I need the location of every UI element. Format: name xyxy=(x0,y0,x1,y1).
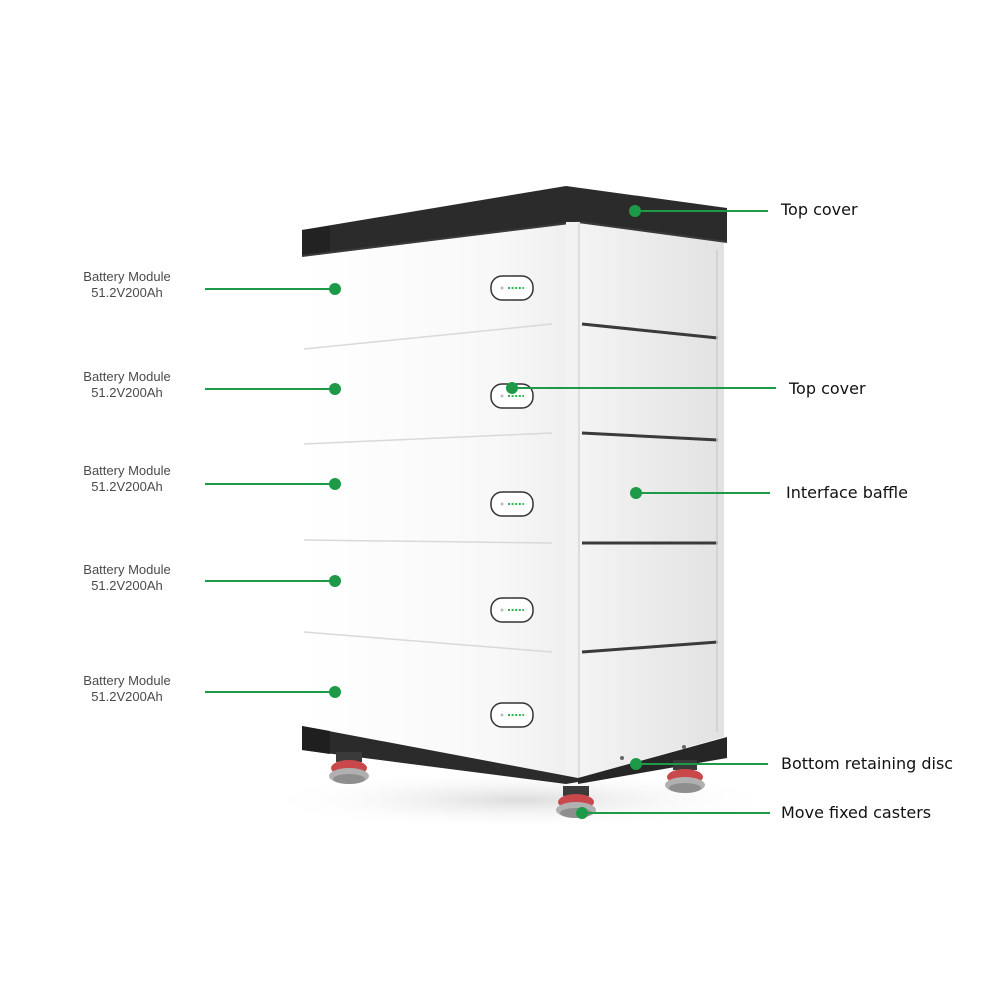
cabinet-front-face xyxy=(302,222,578,778)
top-cover-left-cap xyxy=(302,226,330,256)
leader-top-cover xyxy=(629,205,768,217)
battery-module-label-1-spec: 51.2V200Ah xyxy=(91,285,163,300)
leader-top-cover-2-dot xyxy=(506,382,518,394)
leader-module-4-dot xyxy=(329,575,341,587)
leader-module-5 xyxy=(205,686,341,698)
battery-module-label-4-name: Battery Module xyxy=(83,562,171,577)
leader-module-1 xyxy=(205,283,341,295)
module-seams xyxy=(303,323,553,653)
battery-module-label-5-name: Battery Module xyxy=(83,673,171,688)
battery-module-label-1: Battery Module 51.2V200Ah xyxy=(57,269,197,301)
interface-baffle-seams xyxy=(581,322,719,654)
leader-module-4 xyxy=(205,575,341,587)
leader-interface-baffle-dot xyxy=(630,487,642,499)
leader-module-3 xyxy=(205,478,341,490)
top-cover xyxy=(302,186,727,256)
cabinet-side-face xyxy=(578,222,724,778)
callout-leaders xyxy=(205,205,776,819)
leader-module-5-dot xyxy=(329,686,341,698)
battery-module-label-2-spec: 51.2V200Ah xyxy=(91,385,163,400)
module-indicator-3 xyxy=(490,491,534,517)
battery-module-label-4-spec: 51.2V200Ah xyxy=(91,578,163,593)
bottom-retaining-disc xyxy=(302,726,578,784)
module-indicator-1 xyxy=(490,275,534,301)
battery-module-label-2-name: Battery Module xyxy=(83,369,171,384)
battery-module-label-3-name: Battery Module xyxy=(83,463,171,478)
module-indicator-5 xyxy=(490,702,534,728)
battery-module-label-2: Battery Module 51.2V200Ah xyxy=(57,369,197,401)
leader-module-1-dot xyxy=(329,283,341,295)
battery-module-label-4: Battery Module 51.2V200Ah xyxy=(57,562,197,594)
battery-module-label-3: Battery Module 51.2V200Ah xyxy=(57,463,197,495)
cabinet-edge xyxy=(566,222,580,778)
battery-module-label-5: Battery Module 51.2V200Ah xyxy=(57,673,197,705)
module-indicator-4 xyxy=(490,597,534,623)
module-indicator-2 xyxy=(490,383,534,409)
leader-move-fixed-casters-dot xyxy=(576,807,588,819)
leader-top-cover-dot xyxy=(629,205,641,217)
label-top-cover: Top cover xyxy=(781,200,858,219)
label-bottom-retaining-disc: Bottom retaining disc xyxy=(781,754,954,773)
leader-top-cover-2 xyxy=(506,382,776,394)
battery-module-label-1-name: Battery Module xyxy=(83,269,171,284)
leader-bottom-retaining-disc xyxy=(630,758,768,770)
label-move-fixed-casters: Move fixed casters xyxy=(781,803,932,822)
leader-bottom-retaining-disc-dot xyxy=(630,758,642,770)
leader-module-2 xyxy=(205,383,341,395)
bottom-retaining-disc-side xyxy=(578,737,727,784)
label-top-cover-2: Top cover xyxy=(789,379,866,398)
leader-module-2-dot xyxy=(329,383,341,395)
floor-shadow xyxy=(260,770,780,830)
label-interface-baffle: Interface baffle xyxy=(786,483,908,502)
leader-move-fixed-casters xyxy=(576,807,770,819)
battery-module-label-5-spec: 51.2V200Ah xyxy=(91,689,163,704)
leader-module-3-dot xyxy=(329,478,341,490)
leader-interface-baffle xyxy=(630,487,770,499)
battery-module-label-3-spec: 51.2V200Ah xyxy=(91,479,163,494)
caster-front-left xyxy=(329,752,369,784)
